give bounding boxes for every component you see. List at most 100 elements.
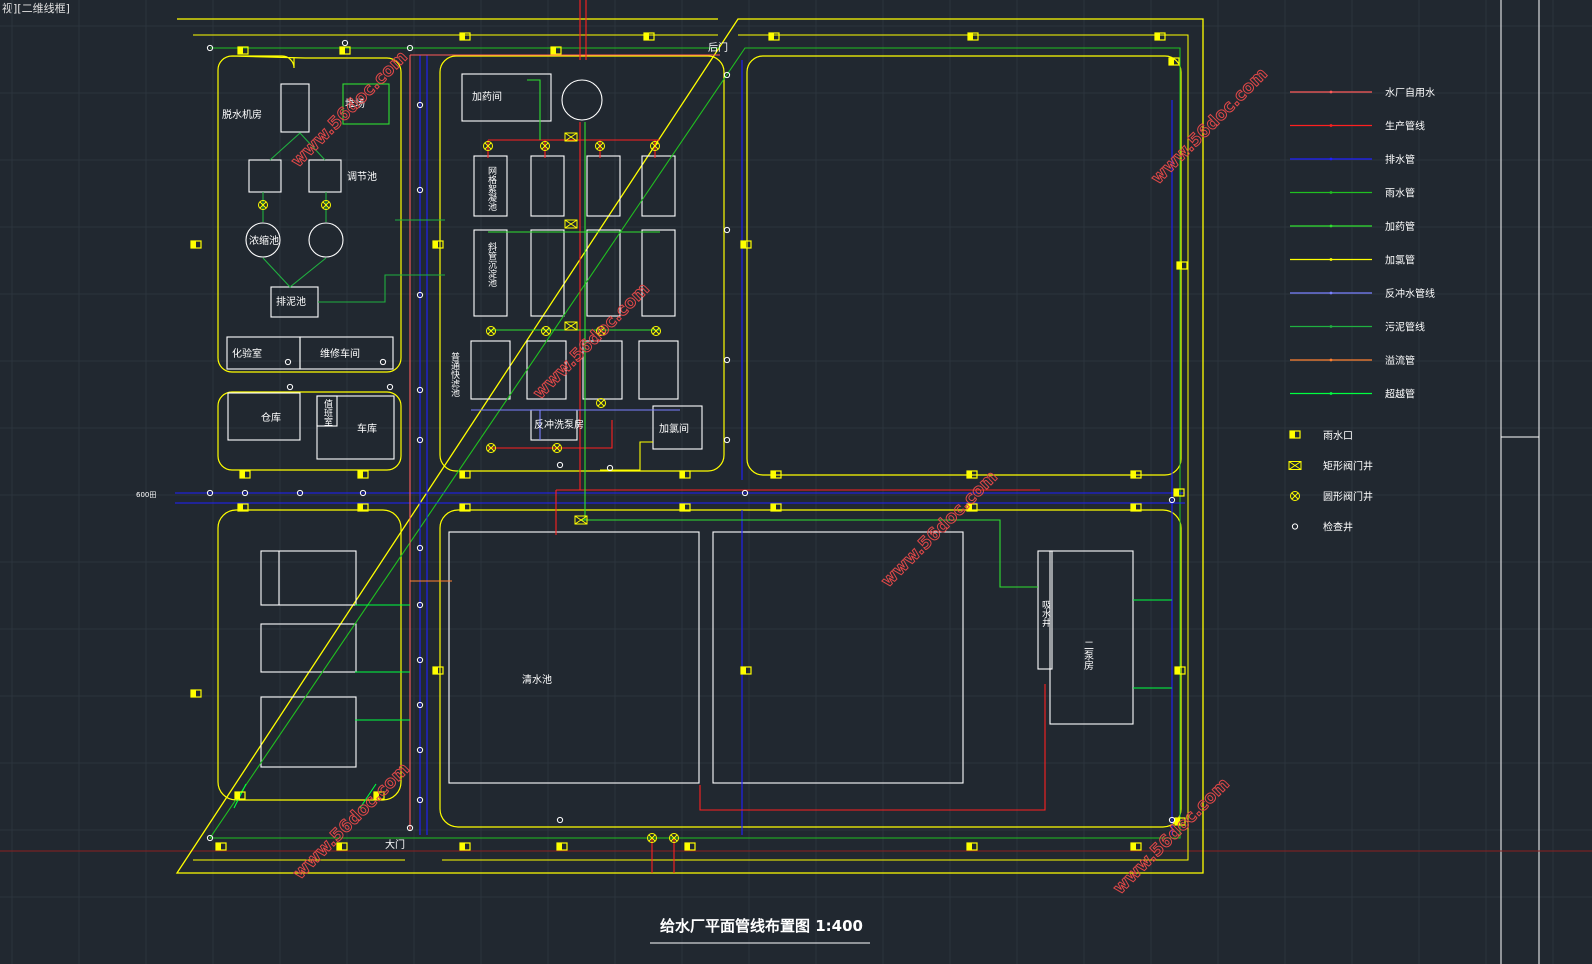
round-valve-well-icon: [595, 141, 605, 151]
pipe-backwash-8: [471, 409, 680, 440]
rain-inlet-icon: [357, 503, 369, 512]
dosing-room: [461, 73, 552, 122]
rect-valve-well-icon: [564, 321, 578, 331]
rain-inlet-icon: [1174, 666, 1186, 675]
legend-symbol-label: 圆形阀门井: [1323, 490, 1373, 503]
round-valve-well-icon: [596, 398, 606, 408]
legend-line-item: 加药管: [1290, 220, 1415, 233]
inspection-well-icon: [241, 489, 249, 497]
garage: [316, 395, 395, 460]
round-valve-well-icon: [541, 326, 551, 336]
rect-valve-well-icon: [1288, 461, 1302, 470]
inspection-well-icon: [1291, 523, 1299, 530]
label-backwash-pump-room: 反冲洗泵房: [534, 418, 584, 431]
legend-line-label: 生产管线: [1385, 120, 1425, 133]
legend-symbol-item: 雨水口: [1289, 430, 1353, 442]
legend-line-label: 排水管: [1385, 153, 1415, 166]
rain-inlet-icon: [190, 689, 202, 698]
legend-symbol-item: 矩形阀门井: [1288, 460, 1373, 473]
inspection-well-icon: [416, 186, 424, 194]
inspection-well-icon: [284, 358, 292, 366]
label-clear-water-tank: 清水池: [522, 673, 552, 686]
sheet-border: [1500, 0, 1540, 964]
rain-inlet-icon: [1154, 32, 1166, 41]
label-dewatering-room: 脱水机房: [222, 108, 262, 121]
legend-line-label: 加药管: [1385, 220, 1415, 233]
rain-inlet-icon: [1176, 261, 1188, 270]
inspection-well-icon: [296, 489, 304, 497]
filter-4: [638, 340, 679, 400]
drawing-title: 给水厂平面管线布置图 1:400: [660, 917, 863, 935]
inspection-well-icon: [1168, 496, 1176, 504]
label-pump-house-2: 二泵房: [1082, 640, 1094, 671]
legend-line-label: 水厂自用水: [1385, 86, 1435, 99]
legend-line-label: 反冲水管线: [1385, 287, 1435, 300]
rain-inlet-icon: [459, 470, 471, 479]
rain-inlet-icon: [239, 470, 251, 479]
round-valve-well-icon: [486, 443, 496, 453]
pipe-chlorine-7: [600, 441, 653, 471]
inspection-well-icon: [606, 464, 614, 472]
legend-line-dot: [1329, 358, 1333, 362]
rain-inlet-icon: [336, 842, 348, 851]
label-garage: 车库: [357, 422, 377, 435]
site-boundary: [175, 18, 1204, 874]
workshop: [299, 336, 394, 370]
rain-inlet-icon: [1130, 503, 1142, 512]
rain-inlet-icon: [679, 470, 691, 479]
inspection-well-icon: [406, 44, 414, 52]
rain-inlet-icon: [459, 32, 471, 41]
inspection-well-icon: [416, 796, 424, 804]
sedimentation-4: [641, 229, 676, 317]
legend-line-label: 雨水管: [1385, 187, 1415, 200]
regulating-tank-a: [248, 159, 282, 193]
legend-line-item: 超越管: [1290, 388, 1415, 401]
rain-inlet-icon: [740, 240, 752, 249]
round-valve-well-icon: [651, 326, 661, 336]
regulating-tank-b: [308, 159, 342, 193]
label-filter: 普通快滤池: [449, 351, 460, 397]
inspection-well-icon: [556, 461, 564, 469]
flocculation-3: [586, 155, 621, 217]
inspection-well-icon: [723, 356, 731, 364]
inspection-well-icon: [1168, 816, 1176, 824]
clear-water-tank-1: [448, 531, 700, 784]
round-valve-well-icon: [1290, 491, 1300, 501]
label-dosing-room: 加药间: [472, 90, 502, 103]
legend-line-item: 水厂自用水: [1290, 86, 1435, 99]
legend-line-item: 加氯管: [1290, 254, 1415, 267]
rain-inlet-icon: [679, 503, 691, 512]
chlorine-tank: [561, 79, 603, 121]
label-chlorination-room: 加氯间: [659, 422, 689, 435]
round-valve-well-icon: [540, 141, 550, 151]
label-pile-yard: 堆场: [345, 97, 365, 110]
watermark-text: www.56doc.com: [289, 759, 413, 883]
rect-valve-well-icon: [564, 219, 578, 229]
round-valve-well-icon: [650, 141, 660, 151]
legend-line-item: 污泥管线: [1290, 321, 1425, 334]
block-b: [260, 623, 357, 673]
rain-inlet-icon: [768, 32, 780, 41]
inspection-well-icon: [723, 436, 731, 444]
rain-inlet-icon: [1130, 470, 1142, 479]
inspection-well-icon: [416, 701, 424, 709]
viewport-label[interactable]: 视][二维线框]: [2, 2, 70, 15]
flocculation-2: [530, 155, 565, 217]
label-flocculation: 网格絮凝池: [486, 166, 497, 211]
pipe-sludge-9: [262, 132, 445, 303]
clear-water-tank-2: [712, 531, 964, 784]
legend-symbol-item: 检查井: [1291, 521, 1353, 534]
round-valve-well-icon: [647, 833, 657, 843]
rain-inlet-icon: [770, 503, 782, 512]
rain-inlet-icon: [966, 470, 978, 479]
legend-line-dot: [1329, 90, 1333, 94]
inspection-well-icon: [206, 44, 214, 52]
rain-inlet-icon: [339, 46, 351, 55]
inspection-well-icon: [416, 601, 424, 609]
rain-inlet-icon: [1130, 842, 1142, 851]
warehouse: [227, 392, 301, 441]
rain-inlet-icon: [459, 842, 471, 851]
rain-inlet-icon: [1174, 817, 1186, 826]
